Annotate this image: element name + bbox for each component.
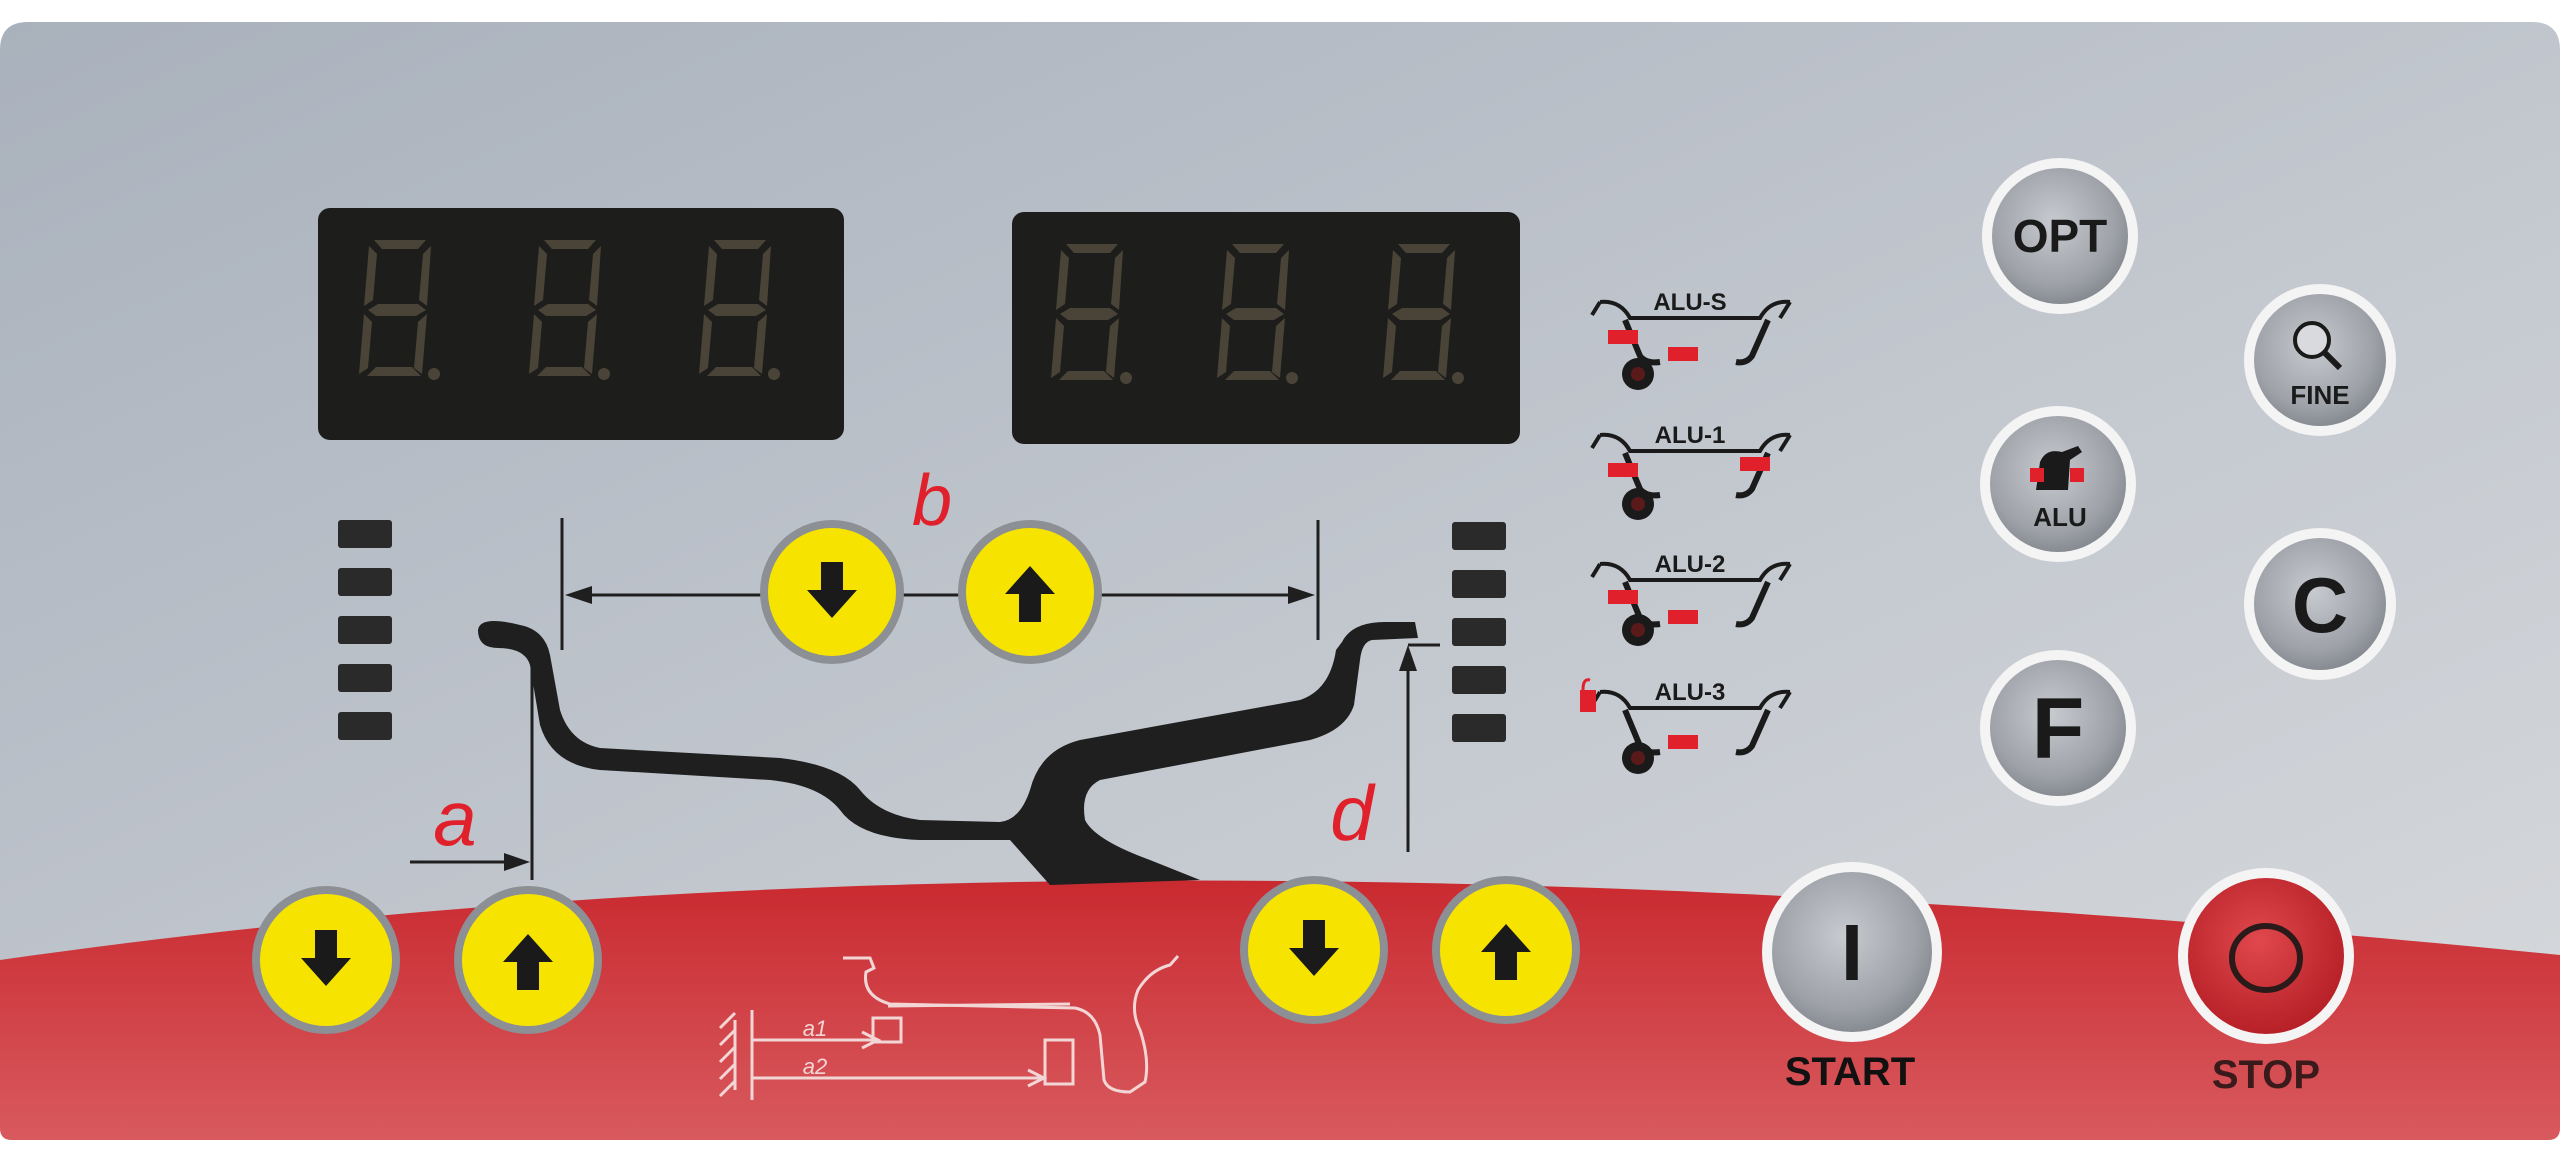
opt-button-label: OPT bbox=[2013, 210, 2108, 262]
c-button-label: C bbox=[2292, 561, 2348, 649]
distance-b-decrease-button[interactable] bbox=[760, 520, 904, 664]
diagram-label-a1: a1 bbox=[803, 1016, 827, 1041]
distance-a-increase-button[interactable] bbox=[454, 886, 602, 1034]
display-right bbox=[1012, 212, 1520, 444]
distance-a-decrease-button[interactable] bbox=[252, 886, 400, 1034]
lock-icon bbox=[1580, 690, 1596, 712]
fine-button[interactable]: FINE bbox=[2244, 284, 2396, 436]
magnifier-icon bbox=[2293, 321, 2331, 359]
led-column-right bbox=[1452, 522, 1506, 742]
wheel-weight-icon bbox=[2036, 446, 2082, 490]
start-label: START bbox=[1785, 1050, 1915, 1094]
alu-mode-2: ALU-2 bbox=[1590, 551, 1792, 646]
alu-mode-3: ALU-3 bbox=[1580, 678, 1792, 774]
measurement-sketch bbox=[718, 955, 1180, 1100]
c-button[interactable]: C bbox=[2244, 528, 2396, 680]
f-button[interactable]: F bbox=[1980, 650, 2136, 806]
alu-mode-label: ALU-1 bbox=[1655, 422, 1726, 449]
diameter-d-decrease-button[interactable] bbox=[1240, 876, 1388, 1024]
diameter-d-increase-button[interactable] bbox=[1432, 876, 1580, 1024]
dimension-label-a: a bbox=[433, 774, 476, 862]
dimension-label-d: d bbox=[1330, 769, 1376, 857]
alu-mode-label: ALU-2 bbox=[1655, 551, 1726, 578]
alu-mode-1: ALU-1 bbox=[1590, 422, 1792, 520]
stop-label: STOP bbox=[2212, 1053, 2320, 1097]
display-left bbox=[318, 208, 844, 440]
alu-button-label: ALU bbox=[2033, 502, 2086, 532]
opt-button[interactable]: OPT bbox=[1982, 158, 2138, 314]
distance-b-increase-button[interactable] bbox=[958, 520, 1102, 664]
alu-button[interactable]: ALU bbox=[1980, 406, 2136, 562]
stop-button[interactable] bbox=[2178, 868, 2354, 1044]
start-button-symbol: I bbox=[1841, 908, 1863, 997]
alu-mode-s: ALU-S bbox=[1590, 289, 1792, 390]
fine-button-label: FINE bbox=[2290, 380, 2349, 410]
alu-mode-label: ALU-3 bbox=[1655, 679, 1726, 706]
diagram-label-a2: a2 bbox=[803, 1054, 827, 1079]
led-column-left bbox=[338, 520, 392, 740]
dimension-lines bbox=[410, 518, 1440, 880]
wheel-rim-diagram bbox=[478, 621, 1418, 885]
stop-ring-icon bbox=[2229, 923, 2303, 993]
dimension-label-b: b bbox=[912, 461, 952, 541]
f-button-label: F bbox=[2032, 681, 2085, 777]
alu-mode-label: ALU-S bbox=[1653, 289, 1726, 316]
start-button[interactable]: I bbox=[1762, 862, 1942, 1042]
